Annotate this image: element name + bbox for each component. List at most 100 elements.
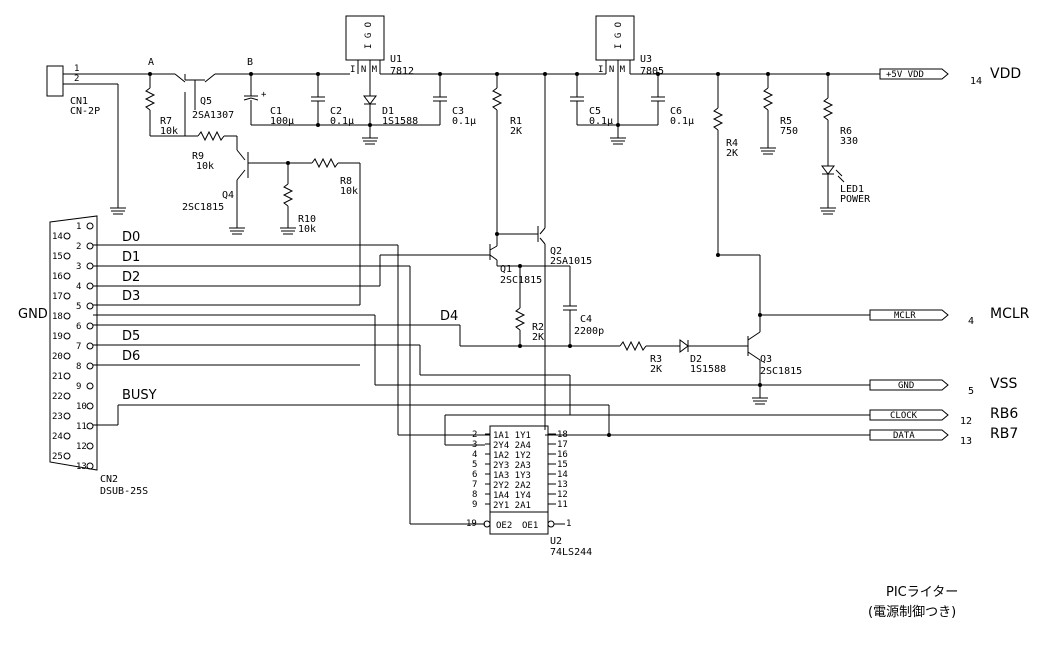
q1-ref: Q1: [500, 264, 512, 275]
dsub-pin-label: 20: [52, 352, 63, 362]
r9-resistor: R9 10k: [185, 130, 237, 172]
signal-d0: D0: [122, 230, 140, 245]
dsub-pin-label: 16: [52, 272, 63, 282]
dsub-pin-label: 23: [52, 412, 63, 422]
dsub-pin: [86, 302, 94, 310]
u2-pin-left: 5: [472, 460, 477, 470]
r1-ref: R1: [510, 116, 522, 127]
cn2-value: DSUB-25S: [100, 486, 148, 497]
signal-d6: D6: [122, 349, 140, 364]
ground-symbol: [820, 207, 836, 215]
cn1-pin1: 1: [74, 64, 79, 74]
q5-value: 2SA1307: [192, 110, 234, 121]
dsub-pin: [63, 232, 71, 240]
c6-ref: C6: [670, 106, 682, 117]
dsub-pin: [63, 372, 71, 380]
r10-ref: R10: [298, 214, 316, 225]
u1-ref: U1: [390, 54, 402, 65]
cn1-value: CN-2P: [70, 106, 100, 117]
c3-value: 0.1μ: [452, 116, 476, 127]
mclr-flag: MCLR: [894, 311, 916, 321]
r7-ref: R7: [160, 116, 172, 127]
d2-diode: D2 1S1588: [679, 339, 748, 375]
svg-text:+: +: [261, 90, 267, 100]
dsub-pin: [63, 412, 71, 420]
u2-pin-right: 15: [557, 460, 568, 470]
mclr-name: MCLR: [990, 306, 1030, 322]
data-output: DATA 13 RB7: [869, 426, 1018, 447]
u2-pin-left: 3: [472, 440, 477, 450]
dsub-pin-label: 13: [76, 462, 87, 472]
led1-value: POWER: [840, 194, 871, 205]
signal-d2: D2: [122, 270, 140, 285]
dsub-pin: [86, 362, 94, 370]
u2-ref: U2: [550, 536, 562, 547]
dsub-pin-label: 8: [76, 362, 81, 372]
c5-ref: C5: [589, 106, 601, 117]
c1-ref: C1: [270, 106, 282, 117]
dsub-pin-label: 11: [76, 422, 87, 432]
u2-pin-right: 11: [557, 500, 568, 510]
r4-resistor: R4 2K: [712, 72, 738, 255]
c4-value: 2200p: [574, 326, 604, 337]
u2-pin-left: 9: [472, 500, 477, 510]
u3-regulator: I G O I N M U3 7805: [595, 15, 664, 138]
dsub-pin-label: 1: [76, 222, 81, 232]
u2-pin-name: 2Y2 2A2: [493, 481, 531, 491]
c6-capacitor: C6 0.1μ: [651, 72, 694, 127]
dsub-pin-label: 19: [52, 332, 63, 342]
dsub-pin: [86, 322, 94, 330]
r1-value: 2K: [510, 126, 522, 137]
c1-value: 100μ: [270, 116, 294, 127]
dsub-pin-label: 17: [52, 292, 63, 302]
ground-symbol: [752, 397, 768, 405]
ground-symbol: [110, 207, 126, 215]
r5-value: 750: [780, 126, 798, 137]
ground-symbol: [280, 227, 296, 235]
dsub-pin-label: 24: [52, 432, 63, 442]
u3-pin-names: I G O: [614, 22, 624, 49]
cn1-ref: CN1: [70, 96, 88, 107]
q5-transistor: Q5 2SA1307: [174, 73, 234, 121]
c3-ref: C3: [452, 106, 464, 117]
dsub-pin-label: 18: [52, 312, 63, 322]
led1-diode: LED1 POWER: [821, 165, 871, 208]
d1-ref: D1: [382, 106, 394, 117]
u2-pin-name: 1A1 1Y1: [493, 431, 531, 441]
dsub-pin: [86, 382, 94, 390]
dsub-pin: [63, 452, 71, 460]
led1-ref: LED1: [840, 184, 864, 195]
r5-ref: R5: [780, 116, 792, 127]
r10-value: 10k: [298, 224, 316, 235]
u2-oe1: OE1: [522, 521, 538, 531]
signal-gnd: GND: [18, 307, 48, 322]
gnd-flag: GND: [898, 381, 914, 391]
r7-value: 10k: [160, 126, 178, 137]
dsub-pin-list: 1234567891011121314151617181920212223242…: [52, 222, 94, 472]
u2-pin-name: 2Y1 2A1: [493, 501, 531, 511]
mclr-output: MCLR 4 MCLR: [869, 306, 1030, 327]
u1-value: 7812: [390, 66, 414, 77]
dsub-pin: [63, 352, 71, 360]
u2-pin-name: 1A2 1Y2: [493, 451, 531, 461]
u2-pin-right: 12: [557, 490, 568, 500]
vss-output: GND 5 VSS: [869, 376, 1017, 397]
dsub-pin-label: 21: [52, 372, 63, 382]
r9-ref: R9: [192, 151, 204, 162]
q2-value: 2SA1015: [550, 256, 592, 267]
dsub-pin: [86, 402, 94, 410]
dsub-pin-label: 10: [76, 402, 87, 412]
mclr-pin: 4: [968, 316, 974, 327]
r8-ref: R8: [340, 176, 352, 187]
u2-oe2: OE2: [496, 521, 512, 531]
dsub-pin-label: 25: [52, 452, 63, 462]
dsub-pin: [86, 222, 94, 230]
r10-resistor: R10 10k: [282, 163, 316, 235]
dsub-pin: [63, 392, 71, 400]
r8-resistor: R8 10k: [288, 157, 360, 197]
r6-value: 330: [840, 136, 858, 147]
dsub-pin: [86, 242, 94, 250]
ground-symbol: [229, 227, 245, 235]
